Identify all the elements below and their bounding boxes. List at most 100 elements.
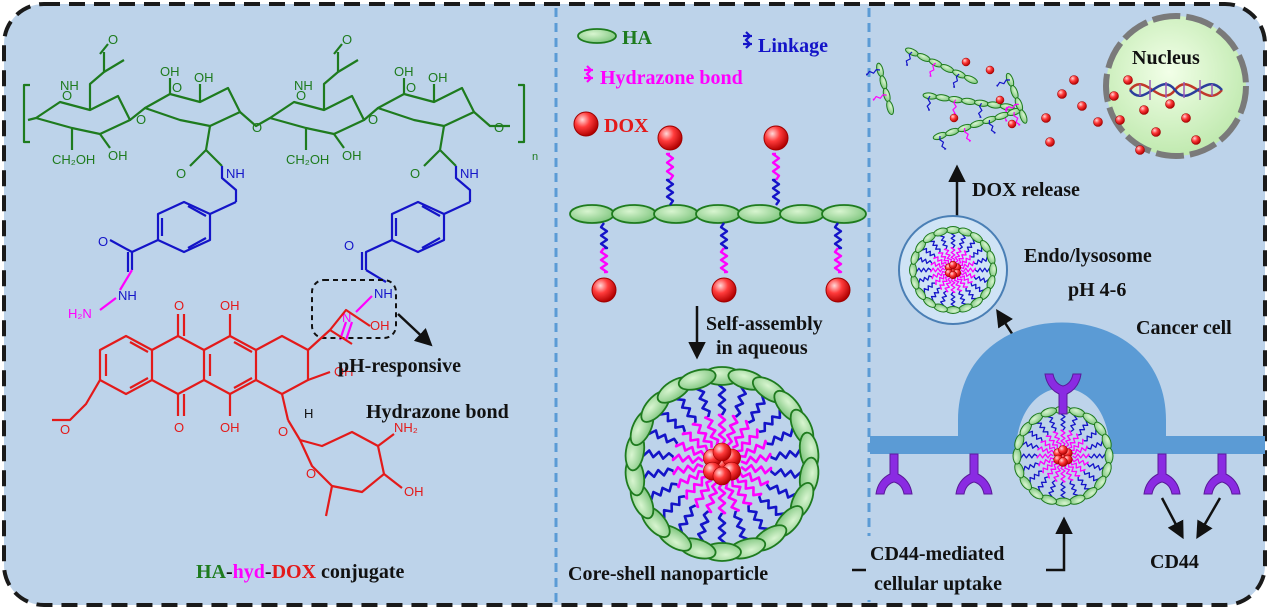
big-hydrazone-arm (717, 482, 727, 515)
fragment-arm (939, 135, 947, 150)
big-hydrazone-arm (726, 414, 739, 447)
released-dox-dot (1041, 113, 1051, 123)
membrane-hydrazone-arm (1070, 461, 1086, 472)
big-hydrazone-arm (739, 439, 768, 458)
label-o-linker-2: O (344, 238, 354, 253)
dox-release-label: DOX release (972, 179, 1080, 201)
fragment-ha-unit (1019, 109, 1028, 124)
membrane-hydrazone-arm (1072, 453, 1090, 459)
cd44-pointer-1 (1160, 497, 1184, 540)
endo-hydrazone-arm (931, 270, 946, 280)
endo-ha-shell-unit (909, 262, 917, 278)
membrane-hydrazone-arm (1052, 430, 1062, 448)
label-n-hydrazone: N (342, 310, 351, 325)
label-oh-6: OH (428, 70, 448, 85)
nanoparticle-caption: Core-shell nanoparticle (568, 563, 768, 585)
label-nh-hydrazone: NH (374, 286, 393, 301)
dox-structure (52, 308, 403, 517)
big-hydrazone-arm (681, 430, 709, 452)
cd44-receptor (875, 453, 913, 495)
hydrazone-up (665, 152, 675, 181)
label-oh-4: OH (342, 148, 362, 163)
label-oh-dox-1: OH (220, 298, 240, 313)
endo-hydrazone-arm (960, 267, 976, 273)
membrane-hydrazone-arm (1065, 430, 1073, 448)
endosome-nanoparticle (909, 226, 997, 314)
label-o-acetyl-2: O (342, 32, 352, 47)
big-hydrazone-arm (731, 419, 750, 449)
label-o-link-1: O (136, 112, 146, 127)
endo-hydrazone-arm (953, 277, 963, 292)
hydrazone-bond-label: Hydrazone bond (366, 401, 509, 423)
big-hydrazone-arm (671, 453, 704, 465)
fragment-dox-dot (1007, 119, 1017, 129)
released-dox-cloud (1041, 75, 1201, 155)
fragment-arm (952, 73, 960, 88)
fragment-arm (963, 127, 971, 142)
linkage-up (771, 178, 781, 206)
callout-arrow (397, 313, 433, 347)
cd44-label: CD44 (1150, 551, 1199, 573)
membrane-hydrazone-arm (1040, 440, 1056, 451)
linkage-up (665, 178, 675, 206)
label-nh-2: NH (294, 78, 313, 93)
fragment-arm (1013, 111, 1021, 126)
ha-unit (569, 204, 615, 224)
dna-helix-icon (1129, 80, 1223, 100)
label-o-link-3: O (368, 112, 378, 127)
label-oh-2: OH (160, 64, 180, 79)
membrane-hydrazone-arm (1036, 453, 1054, 459)
cancer-cell-label: Cancer cell (1136, 317, 1232, 339)
big-dox-core (712, 466, 732, 486)
label-o-3: O (296, 88, 306, 103)
big-hydrazone-arm (736, 428, 761, 453)
cd44-receptor (1044, 373, 1082, 415)
cd44-receptors (875, 373, 1241, 495)
legend-hydrazone-icon (584, 65, 593, 83)
big-hydrazone-arm (674, 441, 706, 457)
label-ch2oh-1: CH₂OH (52, 152, 95, 167)
fragment-arm (988, 119, 996, 134)
legend-ha-label: HA (622, 27, 653, 49)
endo-hydrazone-arm (956, 276, 969, 289)
label-o-carbonyl-2: O (410, 166, 420, 181)
endo-ha-shell-unit (989, 262, 997, 278)
fragment-arm (1005, 103, 1019, 112)
released-dox-dot (1069, 75, 1079, 85)
endolysosome-ph-label: pH 4-6 (1068, 279, 1126, 301)
endo-dox-core (948, 260, 958, 270)
legend-dox-label: DOX (604, 115, 649, 137)
endo-ha-shell-unit (933, 227, 948, 237)
endo-hydrazone-arm (950, 277, 956, 293)
released-dox-dot (1109, 91, 1119, 101)
label-o-quinone-1: O (174, 298, 184, 313)
endo-hydrazone-arm (960, 271, 976, 279)
hydrazone-up (771, 152, 781, 181)
legend-hydrazone-label: Hydrazone bond (600, 67, 743, 89)
big-dox-core (712, 442, 732, 462)
nucleus: Nucleus (1103, 13, 1249, 159)
label-o-4: O (406, 80, 416, 95)
fragment-arm (872, 94, 887, 101)
dox-ball (763, 125, 789, 151)
legend-linkage-label: Linkage (758, 35, 828, 57)
label-h2n: H₂N (68, 306, 92, 321)
membrane-hydrazone-arm (1071, 458, 1089, 466)
big-hydrazone-arm (724, 482, 740, 513)
hydrazone-down (719, 247, 729, 274)
big-hydrazone-arm (717, 413, 727, 446)
endo-hydrazone-arm (958, 274, 973, 284)
fragment-arm (978, 102, 983, 118)
endo-hydrazone-arm (943, 248, 953, 263)
panel-uptake: Nucleus DOX release Endo/lysosome pH 4-6… (852, 13, 1265, 600)
uptake-label-1: CD44-mediated (870, 543, 1004, 565)
released-dox-dot (1077, 101, 1087, 111)
fragment-arm (929, 62, 937, 77)
endo-hydrazone-arm (954, 247, 962, 263)
label-o-quinone-2: O (174, 420, 184, 435)
uptake-label-2: cellular uptake (874, 573, 1002, 595)
fragment-arm (905, 51, 913, 66)
